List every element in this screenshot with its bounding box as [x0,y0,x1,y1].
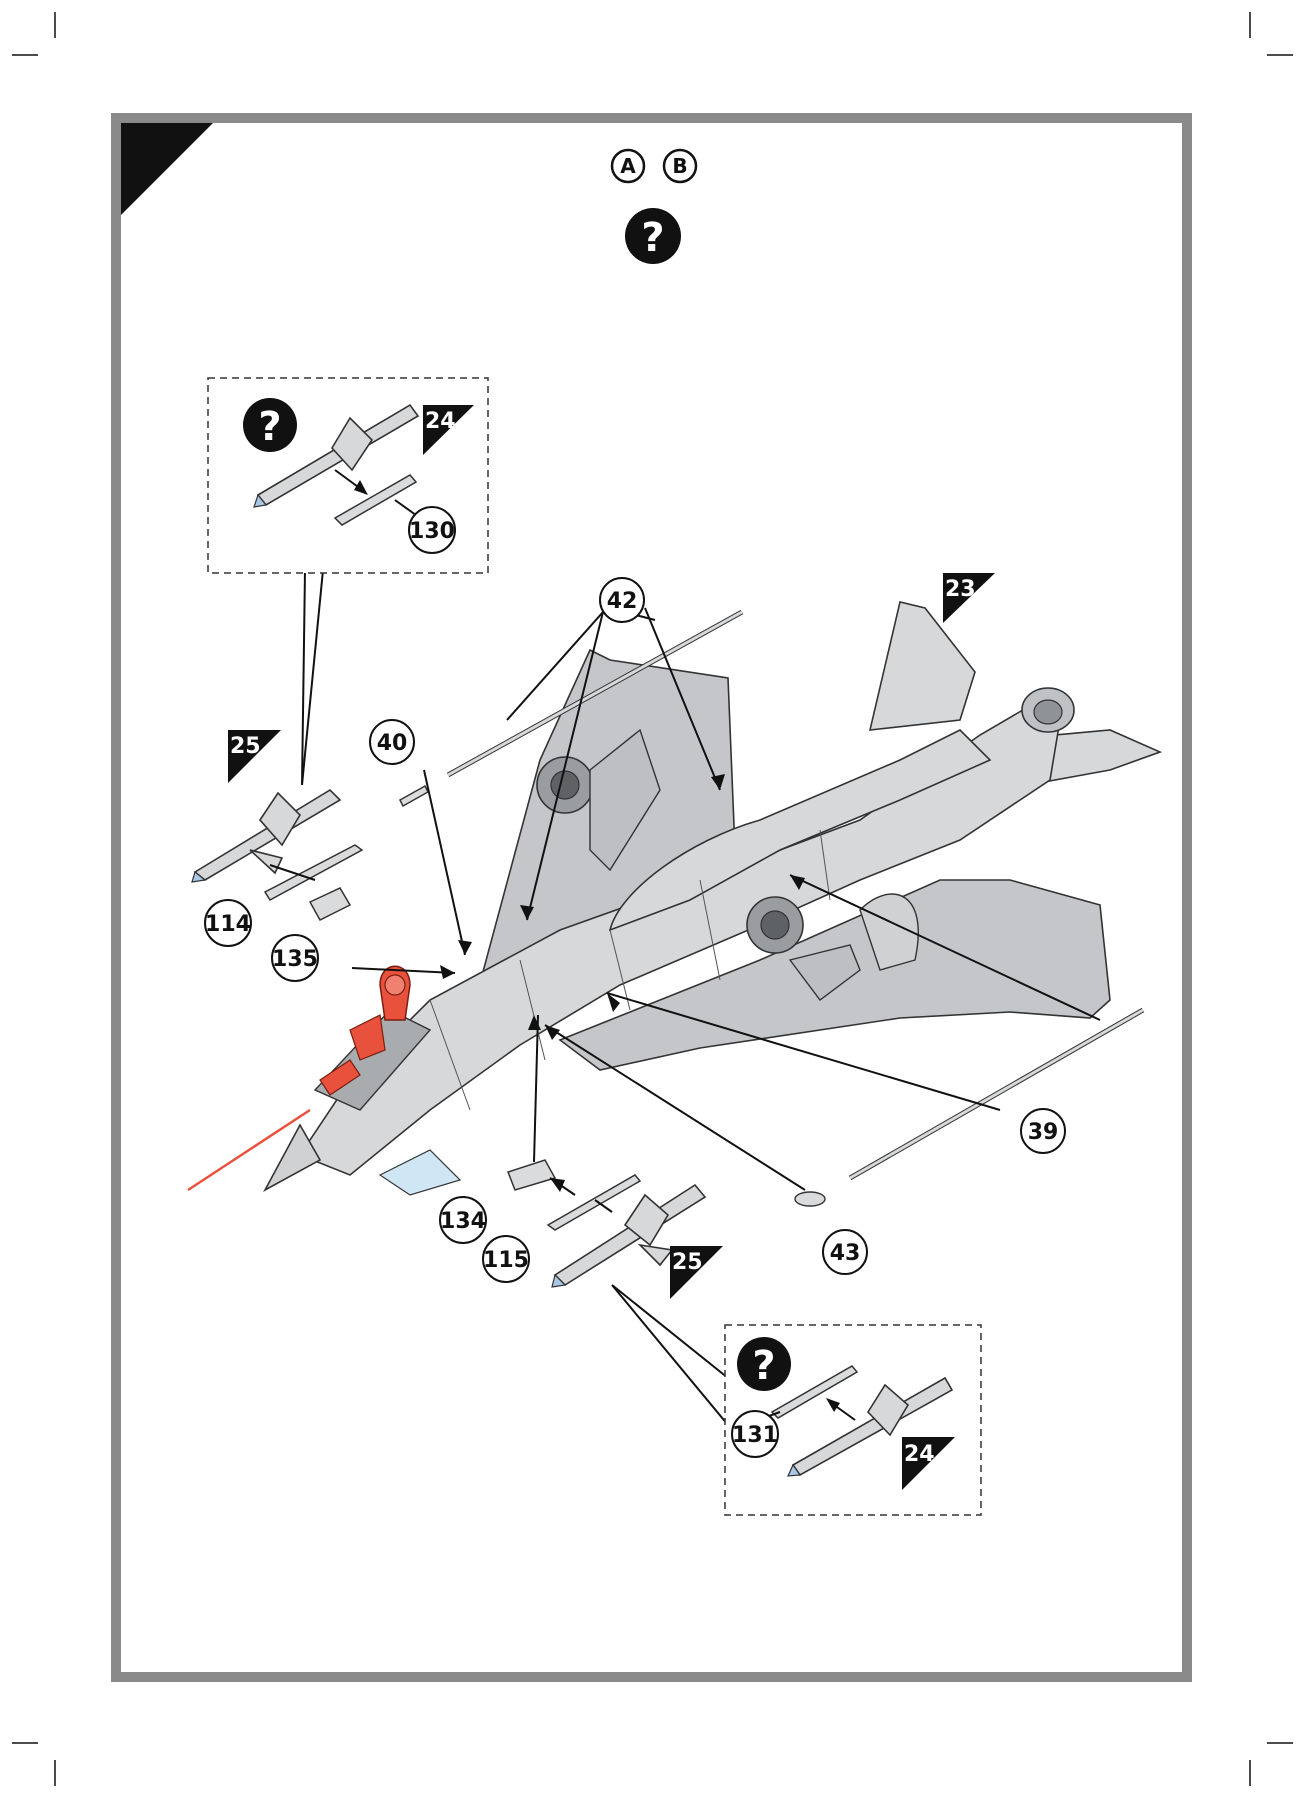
svg-text:115: 115 [483,1248,529,1273]
callout-134: 134 [440,1197,486,1243]
callout-42: 42 [600,578,644,622]
callout-115: 115 [483,1236,529,1282]
svg-text:25: 25 [672,1250,703,1275]
svg-text:114: 114 [205,912,251,937]
step-corner-marker [121,123,213,215]
callout-131: 131 [732,1411,778,1457]
callout-43: 43 [823,1230,867,1274]
svg-text:23: 23 [945,577,976,602]
callout-135: 135 [272,935,318,981]
part-135 [310,888,350,920]
variant-badge-a: A [612,150,644,182]
question-mark-icon: ? [625,208,681,264]
svg-text:?: ? [258,404,281,450]
svg-text:135: 135 [272,947,318,972]
svg-text:?: ? [641,215,664,261]
svg-text:B: B [672,154,687,178]
variant-badge-b: B [664,150,696,182]
svg-text:39: 39 [1028,1120,1059,1145]
part-114 [265,845,362,900]
step-flag-25-left: 25 [228,730,281,783]
svg-text:24: 24 [904,1442,935,1467]
svg-text:134: 134 [440,1209,486,1234]
svg-text:A: A [620,154,636,178]
callout-40: 40 [370,720,414,764]
question-mark-icon: ? [737,1337,791,1391]
part-40 [400,786,428,806]
svg-text:42: 42 [607,589,638,614]
part-43 [795,1192,825,1206]
callout-114: 114 [205,900,251,946]
question-mark-icon: ? [243,398,297,452]
svg-text:?: ? [752,1343,775,1389]
svg-text:24: 24 [425,409,456,434]
svg-text:130: 130 [409,519,455,544]
svg-text:131: 131 [732,1423,778,1448]
callout-39: 39 [1021,1109,1065,1153]
callout-130: 130 [409,507,455,553]
part-134 [508,1160,555,1190]
step-flag-23: 23 [943,573,995,623]
svg-text:43: 43 [830,1241,861,1266]
svg-text:40: 40 [377,731,408,756]
svg-text:25: 25 [230,734,261,759]
step-flag-25-bottom: 25 [670,1246,723,1299]
